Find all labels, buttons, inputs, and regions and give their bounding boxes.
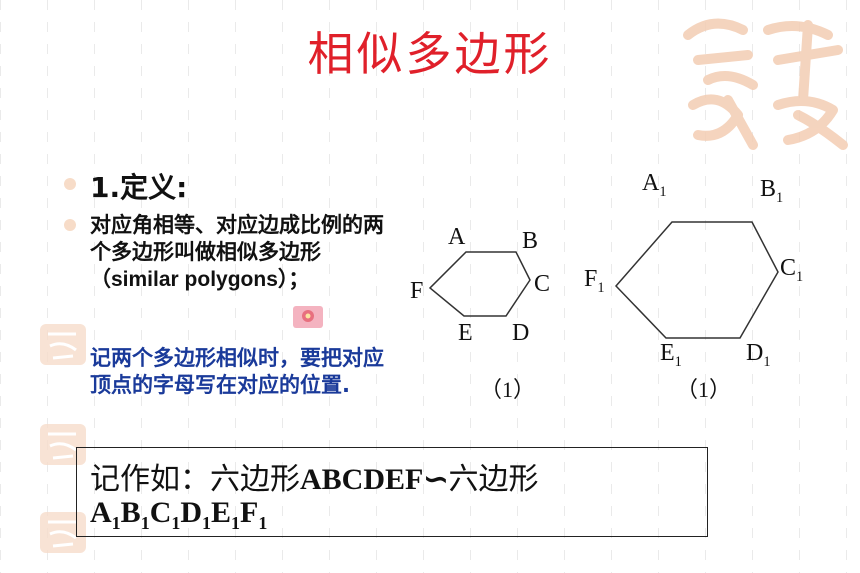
vertex-label-a: A xyxy=(448,224,466,250)
notation-box: 记作如：六边形ABCDEF∽六边形 A1B1C1D1E1F1 xyxy=(76,447,708,537)
notation-line-1: 记作如：六边形ABCDEF∽六边形 xyxy=(90,454,538,498)
notation-left-polygon: ABCDEF xyxy=(300,463,424,496)
vertex-label-f1: F1 xyxy=(584,266,605,296)
vertex-label-f: F xyxy=(410,278,424,304)
notation-prefix: 记作如：六边形 xyxy=(90,462,300,497)
vertex-label-b: B xyxy=(522,228,539,254)
seal-decoration-icon xyxy=(40,512,86,553)
section-number: 1. xyxy=(90,171,121,204)
vertex-label-c1: C1 xyxy=(780,255,804,285)
definition-english-term: similar polygons xyxy=(111,268,278,291)
similar-symbol: ∽ xyxy=(423,463,449,496)
vertex-label-e1: E1 xyxy=(660,340,682,370)
section-heading: 1.定义: xyxy=(90,166,187,206)
notation-line-2: A1B1C1D1E1F1 xyxy=(90,496,268,533)
seal-decoration-icon xyxy=(40,324,86,365)
bullet-dot-icon xyxy=(64,178,76,190)
figure2-caption: （1） xyxy=(676,377,732,402)
vertex-label-e: E xyxy=(458,320,473,346)
vertex-label-d: D xyxy=(512,320,530,346)
hexagon-a1b1c1d1e1f1 xyxy=(614,221,779,339)
vertex-label-d1: D1 xyxy=(746,340,771,370)
flower-icon xyxy=(293,306,323,328)
definition-part-2: ）； xyxy=(277,267,310,291)
seal-decoration-icon xyxy=(40,424,86,465)
vertex-label-c: C xyxy=(534,271,551,297)
hexagon-abcdef xyxy=(428,251,531,317)
bullet-dot-icon xyxy=(64,219,76,231)
definition-part-1: 对应角相等、对应边成比例的两个多边形叫做相似多边形（ xyxy=(90,213,384,291)
notation-word: 六边形 xyxy=(448,462,539,497)
page-title: 相似多边形 xyxy=(307,27,553,81)
definition-text: 对应角相等、对应边成比例的两个多边形叫做相似多边形（similar polygo… xyxy=(90,212,390,293)
vertex-label-b1: B1 xyxy=(760,176,784,206)
section-heading-text: 定义: xyxy=(120,171,188,204)
seal-decoration-icon xyxy=(683,18,848,150)
note-text: 记两个多边形相似时，要把对应顶点的字母写在对应的位置. xyxy=(90,346,384,397)
vertex-label-a1: A1 xyxy=(642,170,667,200)
figure1-caption: （1） xyxy=(480,377,536,402)
